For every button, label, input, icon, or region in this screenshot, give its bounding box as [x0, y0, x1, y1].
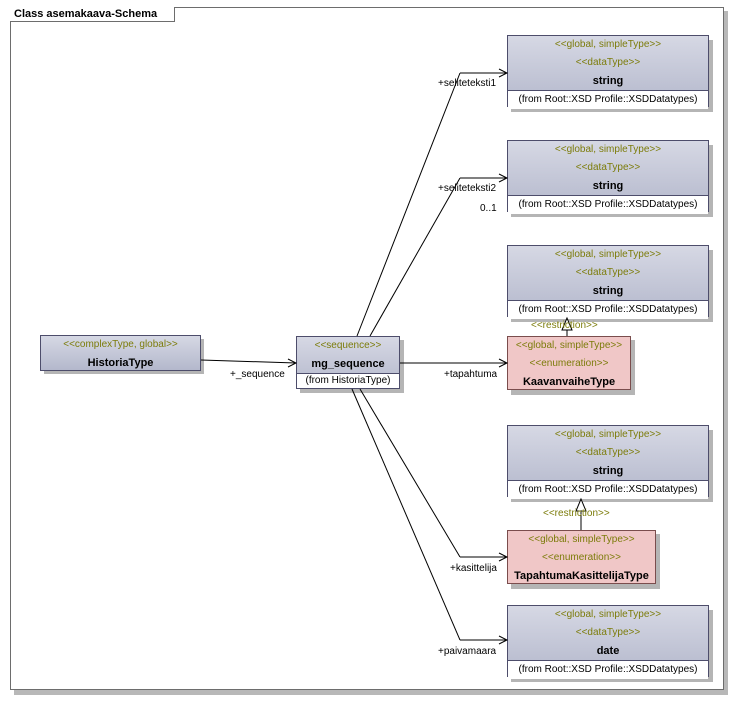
- date-from: (from Root::XSD Profile::XSDDatatypes): [508, 660, 708, 679]
- tapahtuma-arrowhead: [498, 358, 509, 368]
- frame-title: Class asemakaava-Schema: [10, 7, 175, 22]
- paivamaara-arrowhead: [498, 635, 509, 645]
- tapahtuma-role-label: +tapahtuma: [444, 369, 498, 380]
- mg-from: (from HistoriaType): [297, 373, 399, 388]
- string2-name: string: [592, 180, 624, 192]
- string1-datatype: <<dataType>>: [575, 57, 641, 68]
- historia-stereotype: <<complexType, global>>: [63, 339, 178, 350]
- seliteteksti2-role-label: +seliteteksti2: [438, 183, 497, 194]
- kasittelija-arrowhead: [498, 552, 509, 562]
- string1-name: string: [592, 75, 624, 87]
- historia-type-class[interactable]: <<complexType, global>> HistoriaType: [40, 335, 201, 371]
- seliteteksti1-arrowhead: [498, 68, 509, 78]
- sequence-role-label: +_sequence: [230, 369, 285, 380]
- kasittelija-role-label: +kasittelija: [450, 563, 497, 574]
- tapahtuma-name: TapahtumaKasittelijaType: [514, 570, 649, 582]
- string3-name: string: [592, 285, 624, 297]
- kaavanvaihe-name: KaavanvaiheType: [522, 376, 616, 388]
- kaavanvaihe-type-class[interactable]: <<global, simpleType>> <<enumeration>> K…: [507, 336, 631, 390]
- restriction2-label: <<restriction>>: [543, 508, 610, 519]
- string2-from: (from Root::XSD Profile::XSDDatatypes): [508, 195, 708, 214]
- string4-stereotype: <<global, simpleType>>: [554, 429, 662, 440]
- string1-from: (from Root::XSD Profile::XSDDatatypes): [508, 90, 708, 109]
- date-class[interactable]: <<global, simpleType>> <<dataType>> date…: [507, 605, 709, 679]
- restriction2-triangle: [575, 497, 587, 512]
- date-name: date: [596, 645, 620, 657]
- seliteteksti2-arrowhead: [498, 173, 509, 183]
- kaavanvaihe-enumeration: <<enumeration>>: [529, 358, 609, 369]
- mg-sequence-class[interactable]: <<sequence>> mg_sequence (from HistoriaT…: [296, 336, 400, 389]
- string3-class[interactable]: <<global, simpleType>> <<dataType>> stri…: [507, 245, 709, 319]
- string3-stereotype: <<global, simpleType>>: [554, 249, 662, 260]
- restriction1-triangle: [561, 316, 573, 331]
- sequence-arrowhead: [287, 358, 298, 368]
- mg-stereotype: <<sequence>>: [314, 340, 382, 351]
- string1-class[interactable]: <<global, simpleType>> <<dataType>> stri…: [507, 35, 709, 109]
- string2-datatype: <<dataType>>: [575, 162, 641, 173]
- restriction1-label: <<restriction>>: [531, 320, 598, 331]
- string4-from: (from Root::XSD Profile::XSDDatatypes): [508, 480, 708, 499]
- tapahtuma-stereotype: <<global, simpleType>>: [528, 534, 635, 545]
- string4-class[interactable]: <<global, simpleType>> <<dataType>> stri…: [507, 425, 709, 499]
- tapahtuma-kasittelija-type-class[interactable]: <<global, simpleType>> <<enumeration>> T…: [507, 530, 656, 584]
- string2-class[interactable]: <<global, simpleType>> <<dataType>> stri…: [507, 140, 709, 214]
- string3-from: (from Root::XSD Profile::XSDDatatypes): [508, 300, 708, 319]
- sequence-connector: [200, 359, 297, 364]
- string1-stereotype: <<global, simpleType>>: [554, 39, 662, 50]
- multiplicity-label: 0..1: [480, 203, 497, 214]
- string2-stereotype: <<global, simpleType>>: [554, 144, 662, 155]
- paivamaara-role-label: +paivamaara: [438, 646, 497, 657]
- historia-name: HistoriaType: [87, 357, 154, 369]
- kaavanvaihe-stereotype: <<global, simpleType>>: [515, 340, 623, 351]
- tapahtuma-enumeration: <<enumeration>>: [542, 552, 621, 563]
- string4-datatype: <<dataType>>: [575, 447, 641, 458]
- string3-datatype: <<dataType>>: [575, 267, 641, 278]
- date-stereotype: <<global, simpleType>>: [554, 609, 662, 620]
- seliteteksti1-role-label: +seliteteksti1: [438, 78, 497, 89]
- mg-name: mg_sequence: [311, 358, 385, 370]
- date-datatype: <<dataType>>: [575, 627, 641, 638]
- string4-name: string: [592, 465, 624, 477]
